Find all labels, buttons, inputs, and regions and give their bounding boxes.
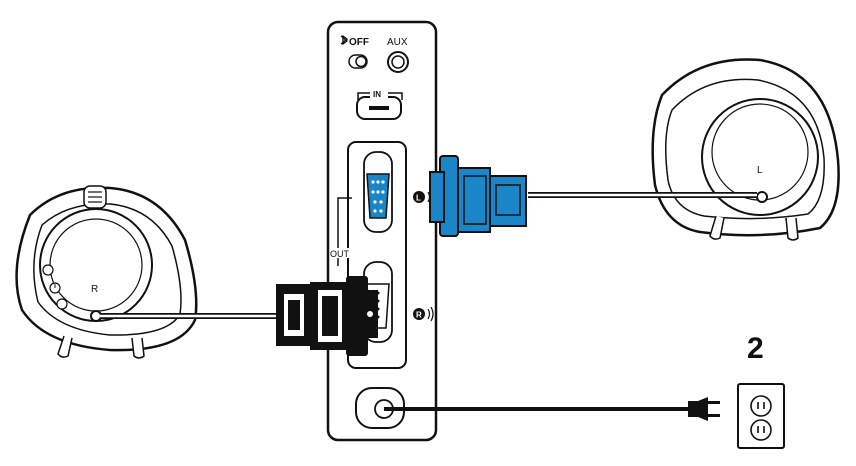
out-label: OUT — [330, 249, 350, 259]
aux-jack — [387, 51, 409, 73]
bluetooth-off-switch — [348, 54, 368, 69]
aux-label: AUX — [387, 37, 408, 48]
in-port: IN — [356, 90, 403, 120]
rear-control-panel: OFF AUX IN OUT — [326, 20, 438, 442]
bluetooth-icon — [340, 34, 349, 46]
bluetooth-off-label: OFF — [349, 37, 369, 48]
svg-text:L: L — [416, 194, 421, 203]
headphone-icon — [83, 185, 107, 209]
volume-icon — [42, 264, 54, 276]
speaker-left: L — [651, 58, 840, 241]
speaker-left-label: L — [757, 165, 763, 176]
speaker-r-icon: R — [413, 306, 434, 322]
in-label: IN — [373, 90, 381, 99]
power-button-icon — [49, 282, 61, 294]
power-plug-icon — [688, 397, 720, 421]
step-number: 2 — [747, 332, 764, 365]
power-outlet-icon — [737, 383, 785, 449]
speaker-right-label: R — [91, 284, 98, 295]
left-speaker-connector — [429, 155, 527, 237]
left-output-port — [363, 151, 393, 233]
svg-text:R: R — [416, 311, 422, 320]
right-speaker-connector — [276, 276, 378, 356]
speaker-right: R — [15, 185, 198, 359]
